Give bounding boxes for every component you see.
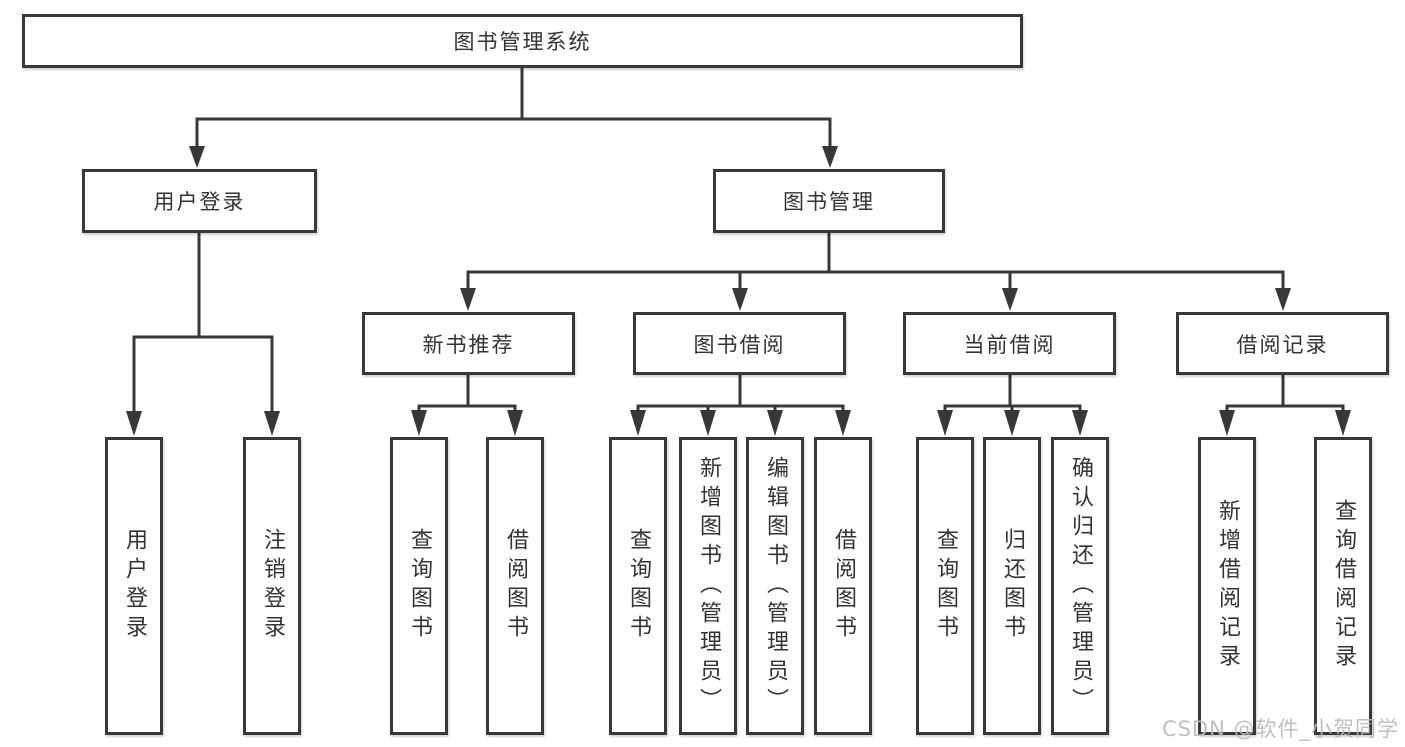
- leaf-confirm-return-admin-label: 确认归还（管理员）: [1068, 455, 1093, 717]
- leaf-edit-books-admin-label: 编辑图书（管理员）: [763, 455, 788, 717]
- node-root-book-management-system: 图书管理系统: [22, 14, 1023, 68]
- leaf-return-books: 归还图书: [983, 437, 1041, 735]
- leaf-user-login-label: 用户登录: [122, 528, 147, 644]
- leaf-add-books-admin-label: 新增图书（管理员）: [696, 455, 721, 717]
- leaf-add-borrow-record: 新增借阅记录: [1198, 437, 1256, 735]
- arrowheads-book-borrow-group: [630, 410, 851, 436]
- leaf-borrow-books: 借阅图书: [814, 437, 872, 735]
- csdn-watermark: CSDN @软件_小贺同学: [1161, 717, 1399, 741]
- node-current-borrow: 当前借阅: [903, 312, 1116, 375]
- arrowheads-new-book-group: [411, 410, 523, 436]
- leaf-borrow-books-label: 借阅图书: [831, 528, 856, 644]
- leaf-borrow-books-recommend: 借阅图书: [486, 437, 544, 735]
- leaf-add-borrow-record-label: 新增借阅记录: [1215, 499, 1240, 673]
- leaf-user-login: 用户登录: [105, 437, 163, 735]
- node-user-login: 用户登录: [82, 169, 317, 233]
- leaf-query-books-recommend-label: 查询图书: [407, 528, 432, 644]
- leaf-logout: 注销登录: [243, 437, 301, 735]
- node-book-management: 图书管理: [713, 169, 945, 233]
- node-new-book-recommend: 新书推荐: [362, 312, 575, 375]
- leaf-logout-label: 注销登录: [260, 528, 285, 644]
- arrowheads-level3: [460, 288, 1291, 311]
- connector-book-management-to-level3: [466, 233, 1285, 290]
- leaf-query-books-borrow-label: 查询图书: [626, 528, 651, 644]
- arrowheads-level2: [189, 146, 838, 168]
- leaf-return-books-label: 归还图书: [1000, 528, 1025, 644]
- connector-new-book-group: [417, 375, 517, 412]
- leaf-add-books-admin: 新增图书（管理员）: [679, 437, 737, 735]
- leaf-query-books-recommend: 查询图书: [390, 437, 448, 735]
- leaf-confirm-return-admin: 确认归还（管理员）: [1051, 437, 1109, 735]
- leaf-query-books-borrow: 查询图书: [609, 437, 667, 735]
- arrowheads-user-login-group: [126, 411, 280, 436]
- leaf-borrow-books-recommend-label: 借阅图书: [503, 528, 528, 644]
- leaf-query-books-current: 查询图书: [916, 437, 974, 735]
- connector-user-login-group: [132, 233, 274, 413]
- leaf-query-borrow-record: 查询借阅记录: [1314, 437, 1372, 735]
- arrowheads-current-borrow-group: [937, 410, 1088, 436]
- node-book-borrow: 图书借阅: [633, 312, 846, 375]
- leaf-edit-books-admin: 编辑图书（管理员）: [746, 437, 804, 735]
- connector-book-borrow-group: [636, 375, 845, 412]
- node-borrow-records: 借阅记录: [1176, 312, 1389, 375]
- leaf-query-books-current-label: 查询图书: [933, 528, 958, 644]
- connector-current-borrow-group: [943, 375, 1082, 412]
- arrowheads-borrow-records-group: [1219, 410, 1351, 436]
- leaf-query-borrow-record-label: 查询借阅记录: [1331, 499, 1356, 673]
- connector-borrow-records-group: [1225, 375, 1345, 412]
- connector-root-to-level2: [195, 68, 832, 148]
